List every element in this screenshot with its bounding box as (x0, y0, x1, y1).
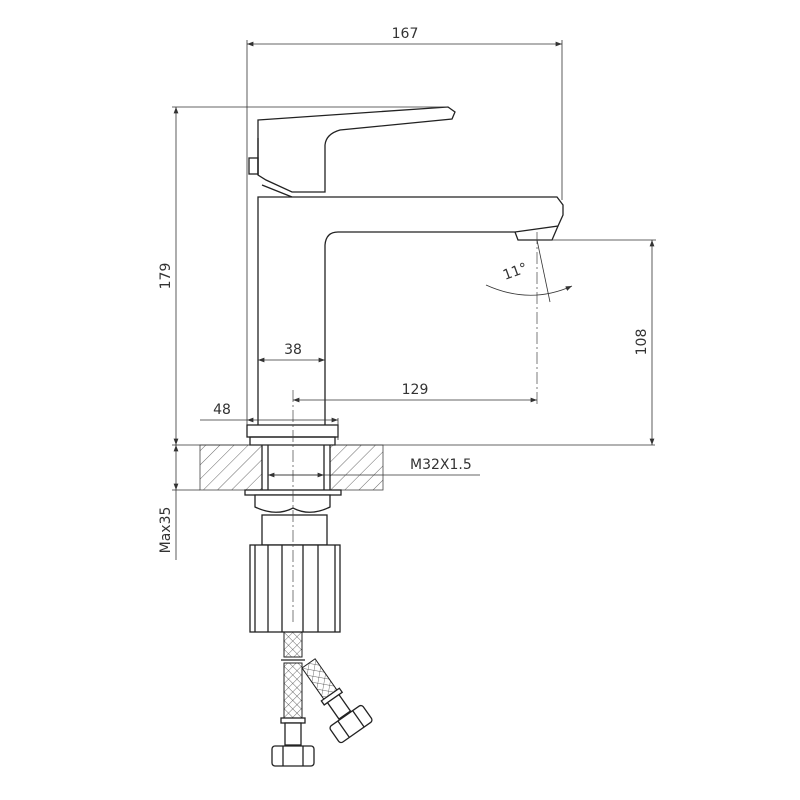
dimension-label: 108 (634, 329, 650, 356)
dimension-label: 129 (402, 382, 429, 398)
dimension-48: 48 (200, 402, 339, 440)
dimension-label: 48 (213, 402, 231, 418)
dimension-label: 167 (392, 26, 419, 42)
faucet-body (246, 196, 564, 446)
dimension-angle-11: 11° (485, 239, 573, 303)
dimension-max35: Max35 (158, 445, 200, 560)
dimension-label: 179 (158, 263, 174, 290)
supply-hoses (271, 631, 373, 767)
dimension-129: 129 (293, 382, 537, 403)
dimension-167: 167 (246, 26, 563, 425)
dimension-label: Max35 (158, 507, 174, 554)
dimension-179: 179 (158, 106, 655, 446)
mounting-nut (244, 489, 342, 633)
dimension-label: M32X1.5 (410, 457, 472, 473)
countertop-section (199, 444, 384, 491)
dimension-38: 38 (258, 342, 325, 363)
dimension-thread: M32X1.5 (268, 457, 480, 478)
lever-handle (248, 106, 456, 198)
dimension-label: 11° (501, 260, 530, 284)
dimension-108: 108 (540, 239, 656, 445)
dimension-label: 38 (284, 342, 302, 358)
